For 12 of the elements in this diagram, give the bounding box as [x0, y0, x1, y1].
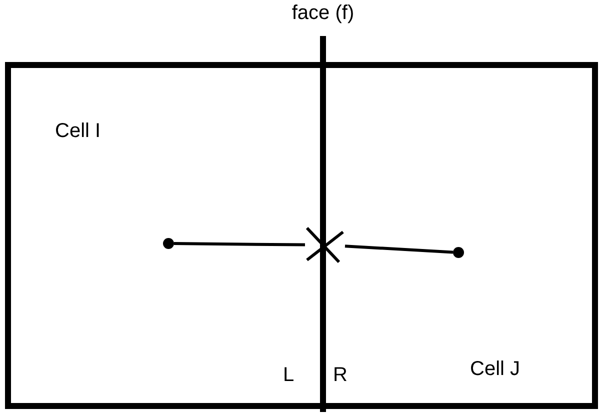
- face-point-cross: [305, 226, 345, 264]
- side-label: L: [283, 364, 294, 387]
- centroid-dot: [163, 238, 174, 249]
- cell-box: [5, 62, 323, 409]
- face-label: face (f): [292, 2, 354, 25]
- cell-label: Cell I: [55, 120, 101, 143]
- connector-line: [344, 244, 454, 254]
- cell-label: Cell J: [470, 358, 520, 381]
- cell-box: [326, 62, 598, 409]
- side-label: R: [333, 364, 348, 387]
- connector-line: [174, 242, 306, 246]
- centroid-dot: [453, 247, 464, 258]
